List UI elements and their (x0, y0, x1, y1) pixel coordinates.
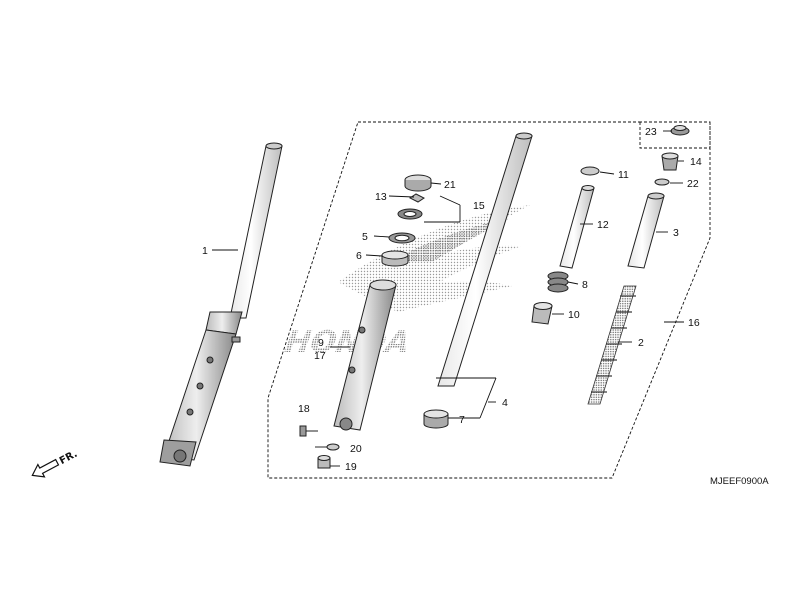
label-part-16: 16 (688, 317, 700, 329)
damper-parts (531, 166, 600, 325)
bushing-part (423, 409, 449, 429)
drain-bolt-part (317, 455, 331, 469)
label-part-6: 6 (356, 250, 362, 262)
label-part-15: 15 (473, 200, 485, 212)
label-part-2: 2 (638, 337, 644, 349)
label-part-13: 13 (375, 191, 387, 203)
label-part-4: 4 (502, 397, 508, 409)
label-part-7: 7 (459, 414, 465, 426)
outer-slider-part (333, 279, 397, 431)
assembly-frame (267, 121, 711, 479)
cap-parts (654, 125, 690, 186)
seal-stack (381, 174, 432, 267)
washer-part (326, 443, 340, 451)
diagram-code: MJEEF0900A (710, 476, 769, 487)
watermark-text: HONDA (283, 325, 413, 360)
label-part-12: 12 (597, 219, 609, 231)
inner-tube-part (437, 132, 533, 387)
label-part-21: 21 (444, 179, 456, 191)
label-part-19: 19 (345, 461, 357, 473)
label-part-18: 18 (298, 403, 310, 415)
label-part-17: 17 (314, 350, 326, 362)
direction-label: FR. (58, 449, 80, 467)
leader-lines (212, 130, 684, 467)
label-part-5: 5 (362, 231, 368, 243)
label-part-23: 23 (645, 126, 657, 138)
fork-spring-part (587, 285, 637, 405)
label-part-20: 20 (350, 443, 362, 455)
spacer-tube-part (627, 192, 665, 269)
label-part-10: 10 (568, 309, 580, 321)
part-labels: 1 2 3 4 5 6 7 8 9 10 11 12 13 14 15 16 1… (202, 126, 702, 473)
label-part-11: 11 (618, 169, 629, 181)
arrow-left-icon (31, 458, 60, 478)
fork-assembly-part (159, 142, 283, 467)
front-direction-indicator: FR. (31, 449, 80, 478)
bolt-part (299, 425, 318, 437)
label-part-8: 8 (582, 279, 588, 291)
label-part-22: 22 (687, 178, 699, 190)
label-part-9: 9 (318, 337, 324, 349)
label-part-14: 14 (690, 156, 702, 168)
label-part-1: 1 (202, 245, 208, 257)
label-part-3: 3 (673, 227, 679, 239)
